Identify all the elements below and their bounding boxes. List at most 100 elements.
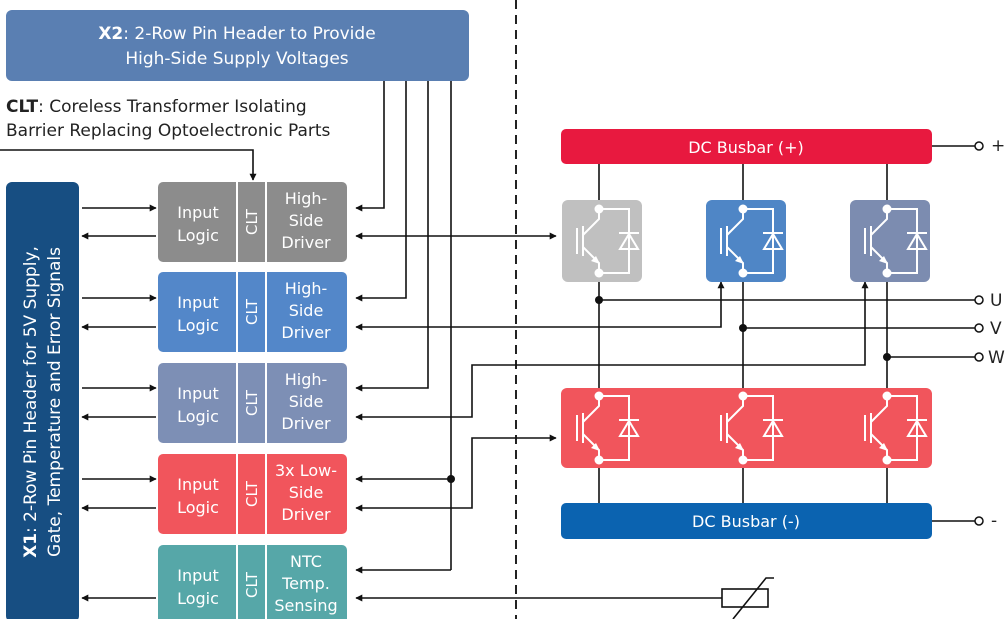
driver-block-bg — [158, 454, 347, 534]
igbt-arrow — [879, 443, 888, 451]
driver-label: Side — [289, 211, 324, 230]
switch-node — [738, 204, 748, 214]
driver-block-bg — [158, 363, 347, 443]
driver-label: Driver — [281, 414, 331, 433]
driver-label: NTC — [290, 552, 322, 571]
terminal-v-label: V — [990, 319, 1002, 339]
clt-label: CLT — [243, 298, 261, 325]
clt-label: CLT — [243, 480, 261, 507]
driver-label: Side — [289, 483, 324, 502]
input-logic-label: Logic — [177, 226, 219, 245]
high-side-switch-1 — [562, 200, 642, 282]
switch-node — [882, 268, 892, 278]
terminal-w — [974, 352, 984, 362]
driver-label: Sensing — [274, 596, 337, 615]
igbt-arrow — [735, 256, 744, 264]
junctions — [447, 296, 891, 483]
switch-bg — [850, 200, 930, 282]
terminal-minus — [974, 516, 984, 526]
input-logic-label: Input — [177, 384, 218, 403]
driver-block-bg — [158, 545, 347, 619]
switch-node — [594, 455, 604, 465]
switch-node — [882, 204, 892, 214]
igbt-arrow — [735, 443, 744, 451]
busbar-minus-label: DC Busbar (-) — [692, 512, 800, 531]
clt-caption-line1: CLT: Coreless Transformer Isolating — [6, 97, 307, 117]
x1-pin-header: X1: 2-Row Pin Header for 5V Supply, Gate… — [6, 182, 79, 619]
thermistor-slash — [732, 577, 774, 619]
diode-branch — [743, 208, 774, 274]
switch-node — [594, 268, 604, 278]
igbt-arrow — [879, 256, 888, 264]
input-logic-label: Input — [177, 293, 218, 312]
igbt-arrow — [591, 256, 600, 264]
diode-triangle — [618, 419, 640, 437]
input-logic-label: Input — [177, 566, 218, 585]
diode-triangle — [906, 232, 928, 250]
switch-node — [882, 455, 892, 465]
clt-label: CLT — [243, 208, 261, 235]
input-logic-label: Logic — [177, 316, 219, 335]
clt-label: CLT — [243, 571, 261, 598]
clt-label: CLT — [243, 389, 261, 416]
diode-triangle — [762, 232, 784, 250]
x1-header-box — [6, 182, 79, 619]
clt-caption-pointer — [0, 149, 257, 181]
diode-triangle — [762, 419, 784, 437]
diode-branch — [887, 395, 918, 461]
driver-block-bg — [158, 182, 347, 262]
x2-pin-header: X2: 2-Row Pin Header to Provide High-Sid… — [6, 10, 469, 81]
input-logic-label: Input — [177, 203, 218, 222]
terminal-plus-label: + — [991, 136, 1005, 156]
busbar-plus-box — [561, 129, 932, 164]
input-logic-label: Logic — [177, 498, 219, 517]
driver-label: Driver — [281, 505, 331, 524]
low-side-switch-module — [561, 388, 932, 468]
diode-triangle — [618, 232, 640, 250]
driver-label: High- — [285, 370, 328, 389]
low-side-bg — [561, 388, 932, 468]
busbar-plus-label: DC Busbar (+) — [688, 138, 804, 157]
wiring — [81, 81, 975, 602]
diode-branch — [599, 208, 630, 274]
gate-ls — [355, 434, 557, 512]
diode-branch — [887, 208, 918, 274]
gate-hs-3 — [355, 281, 869, 421]
input-logic-label: Logic — [177, 589, 219, 608]
terminal-u-label: U — [990, 291, 1002, 311]
igbt-arrow — [591, 443, 600, 451]
output-terminals — [974, 141, 984, 526]
switch-modules — [561, 200, 932, 468]
switch-node — [882, 391, 892, 401]
diode-triangle — [906, 419, 928, 437]
junction-phase-w — [883, 353, 891, 361]
driver-block-bg — [158, 272, 347, 352]
terminal-plus — [974, 141, 984, 151]
clt-caption: CLT: Coreless Transformer Isolating Barr… — [6, 97, 331, 141]
x1-header-line2: Gate, Temperature and Error Signals — [45, 247, 65, 557]
driver-label: Side — [289, 301, 324, 320]
input-logic-label: Input — [177, 475, 218, 494]
switch-bg — [562, 200, 642, 282]
terminal-minus-label: - — [991, 511, 997, 531]
x2-supply-3 — [355, 81, 429, 392]
switch-node — [738, 268, 748, 278]
driver-label: High- — [285, 189, 328, 208]
switch-node — [738, 455, 748, 465]
gate-hs-2 — [355, 281, 725, 331]
switch-node — [738, 391, 748, 401]
dc-busbar-plus: DC Busbar (+) — [561, 129, 932, 164]
x1-header-line1: X1: 2-Row Pin Header for 5V Supply, — [21, 246, 41, 558]
terminal-v — [974, 323, 984, 333]
driver-label: Temp. — [281, 574, 330, 593]
junction-phase-u — [595, 296, 603, 304]
driver-label: High- — [285, 279, 328, 298]
driver-column: InputLogicCLTHigh-SideDriverInputLogicCL… — [158, 182, 347, 619]
terminal-u — [974, 295, 984, 305]
high-side-switch-3 — [850, 200, 930, 282]
